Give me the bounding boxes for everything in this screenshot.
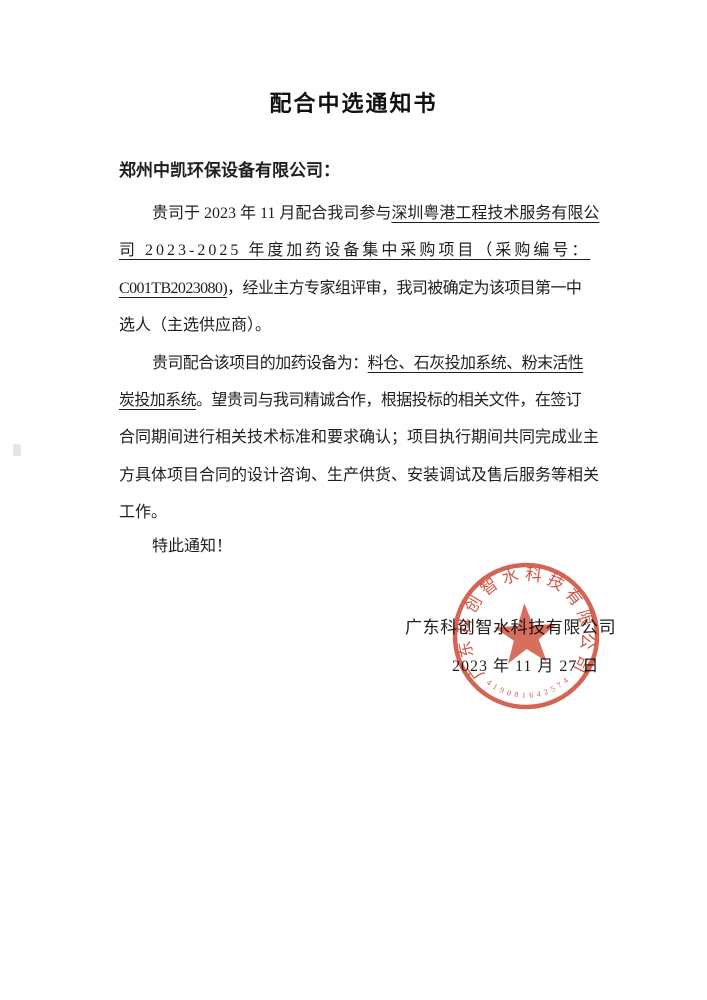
document-title: 配合中选通知书 bbox=[269, 91, 438, 116]
p2l1-text: 贵司配合该项目的加药设备为： bbox=[152, 355, 368, 372]
p1l1-text: 贵司于 2023 年 11 月配合我司参与 bbox=[152, 205, 392, 222]
p1l3-underlined-text: C001TB2023080) bbox=[119, 280, 228, 297]
paragraph1-line2: 司 2023-2025 年度加药设备集中采购项目（采购编号： bbox=[119, 242, 591, 259]
addressee-line: 郑州中凯环保设备有限公司： bbox=[119, 161, 340, 180]
paragraph2-line5: 工作。 bbox=[119, 504, 168, 521]
p2l2-text: 。望贵司与我司精诚合作，根据投标的相关文件，在签订 bbox=[196, 392, 582, 409]
p1l1-underlined-text: 深圳粤港工程技术服务有限公 bbox=[391, 205, 600, 222]
p1l3-text: ，经业主方专家组评审，我司被确定为该项目第一中 bbox=[227, 280, 582, 297]
paragraph1-line3: C001TB2023080)，经业主方专家组评审，我司被确定为该项目第一中 bbox=[119, 278, 582, 299]
seal-star-icon bbox=[494, 603, 557, 664]
paragraph2-line3: 合同期间进行相关技术标准和要求确认；项目执行期间共同完成业主 bbox=[119, 429, 600, 446]
paragraph2-line4: 方具体项目合同的设计咨询、生产供货、安装调试及售后服务等相关 bbox=[119, 467, 600, 484]
closing-line: 特此通知！ bbox=[152, 538, 233, 555]
paragraph2-line1: 贵司配合该项目的加药设备为：料仓、石灰投加系统、粉末活性 bbox=[152, 353, 584, 374]
paragraph1-line4: 选人（主选供应商）。 bbox=[119, 317, 272, 334]
seal-ring bbox=[452, 562, 600, 710]
company-seal-stamp-icon: 广东科创智水科技有限公司 419081642574 bbox=[451, 561, 600, 710]
paragraph2-line2: 炭投加系统。望贵司与我司精诚合作，根据投标的相关文件，在签订 bbox=[119, 390, 582, 411]
scan-artifact-mark bbox=[13, 444, 21, 456]
paragraph1-line1: 贵司于 2023 年 11 月配合我司参与深圳粤港工程技术服务有限公 bbox=[152, 203, 599, 224]
p2l1-underlined-text: 料仓、石灰投加系统、粉末活性 bbox=[367, 355, 584, 372]
signature-date: 2023 年 11 月 27 日 bbox=[452, 658, 600, 675]
p2l2-underlined-text: 炭投加系统 bbox=[119, 392, 197, 409]
